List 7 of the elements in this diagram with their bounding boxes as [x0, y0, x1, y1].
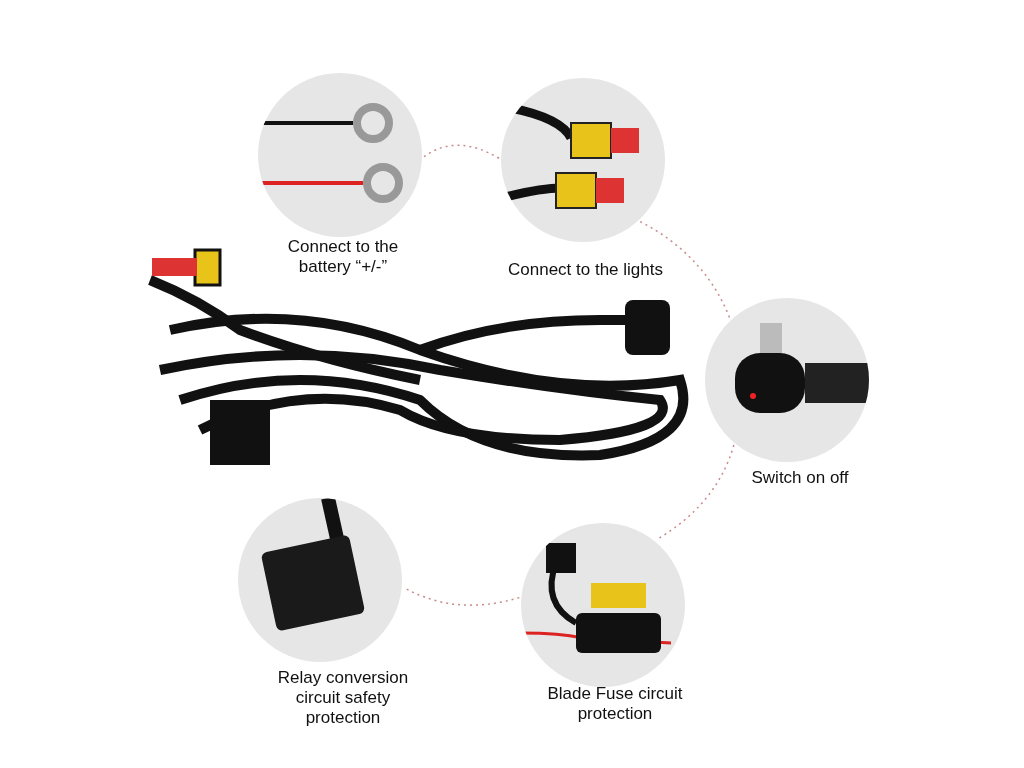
callout-label: Switch on off: [750, 468, 850, 488]
callout-label: Blade Fuse circuit protection: [546, 684, 684, 724]
dotted-connector: [639, 220, 731, 320]
dotted-connector: [423, 144, 500, 159]
callout-label: Relay conversion circuit safety protection: [276, 668, 410, 728]
callout-label: Connect to the battery “+/-”: [286, 237, 400, 277]
callout-label: Connect to the lights: [507, 260, 664, 280]
